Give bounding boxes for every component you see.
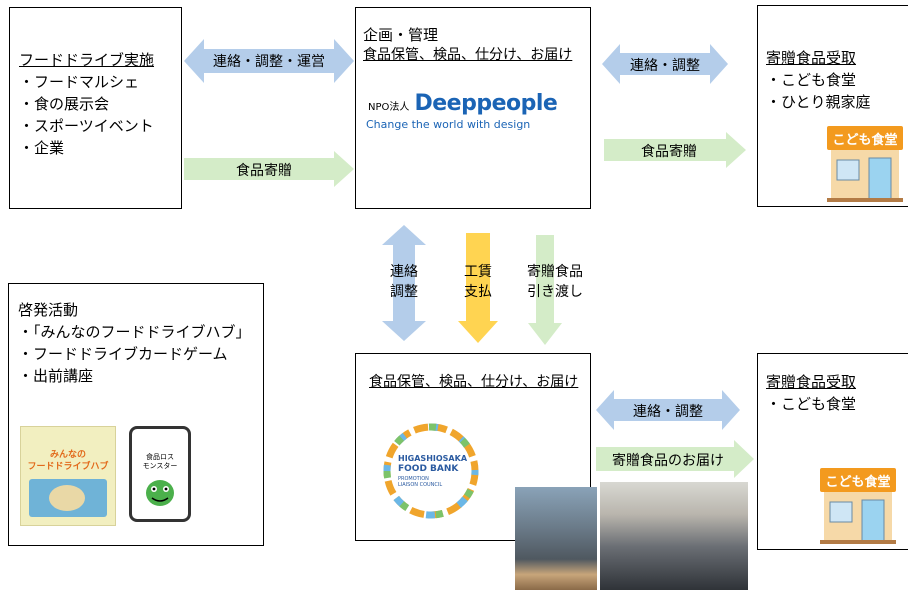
list-item: ・出前講座 [18, 367, 94, 385]
foodbank-hub-book-image: みんなの フードドライブハブ [20, 426, 116, 526]
box-title: 寄贈食品受取 [766, 373, 857, 391]
double-arrow-bottom-right [596, 390, 740, 430]
book-title-1: みんなの [49, 450, 86, 460]
arrow-right-bottom-right [596, 440, 754, 478]
box-food-drive: フードドライブ実施 ・フードマルシェ ・食の展示会 ・スポーツイベント ・企業 [9, 7, 182, 209]
box-line2: 食品保管、検品、仕分け、お届け [363, 47, 573, 63]
logo-line4: LIAISON COUNCIL [398, 482, 443, 488]
list-item: ・フードマルシェ [19, 73, 140, 91]
arrow-label: 寄贈食品のお届け [612, 453, 724, 469]
logo-prefix: NPO法人 [368, 102, 410, 113]
logo-tagline: Change the world with design [366, 118, 531, 131]
double-arrow-vertical [382, 225, 426, 341]
box-title: 寄贈食品受取 [766, 49, 857, 67]
list-item: ・企業 [19, 139, 65, 157]
arrow-label: 食品寄贈 [641, 144, 697, 160]
arrow-label: 連絡・調整・運営 [213, 54, 325, 70]
arrow-label: 寄贈食品 引き渡し [515, 262, 595, 302]
double-arrow-top-right [602, 44, 728, 84]
box-title: 食品保管、検品、仕分け、お届け [369, 374, 579, 390]
list-item: ・スポーツイベント [19, 117, 154, 135]
arrow-label-line: 工賃 支払 [464, 264, 492, 300]
logo-line1: HIGASHIOSAKA [398, 454, 468, 463]
monster-icon [146, 480, 174, 506]
logo-line2: FOOD BANK [398, 464, 459, 474]
box-awareness: 啓発活動 ・「みんなのフードドライブハブ」 ・フードドライブカードゲーム ・出前… [8, 283, 264, 546]
deeppeople-logo: NPO法人 Deeppeople [368, 91, 558, 116]
arrow-right-top-left [184, 151, 354, 187]
list-item: ・フードドライブカードゲーム [18, 345, 228, 363]
box-line1: 企画・管理 [363, 26, 439, 44]
arrow-label: 連絡・調整 [633, 404, 703, 420]
sign-text: こども食堂 [825, 474, 890, 490]
kodomo-shokudo-building-icon: こども食堂 [820, 468, 896, 544]
arrow-right-top-right [604, 132, 746, 168]
box-npo-deeppeople: 企画・管理 食品保管、検品、仕分け、お届け NPO法人 Deeppeople C… [355, 7, 591, 209]
arrow-label: 連絡・調整 [630, 58, 700, 74]
list-item: ・「みんなのフードドライブハブ」 [18, 323, 251, 341]
card-text: 食品ロス モンスター [142, 453, 178, 470]
list-item: ・食の展示会 [19, 95, 110, 113]
kodomo-shokudo-building-icon: こども食堂 [827, 126, 903, 202]
arrow-down-green [528, 235, 562, 345]
logo-name: Deeppeople [414, 91, 558, 116]
higashiosaka-foodbank-logo [383, 423, 479, 519]
arrow-label: 食品寄贈 [236, 163, 292, 179]
book-title-2: フードドライブハブ [27, 462, 109, 472]
arrow-label-line: 連絡 調整 [390, 264, 418, 300]
list-item: ・ひとり親家庭 [766, 93, 871, 111]
arrow-label: 工賃 支払 [448, 262, 508, 302]
arrow-label: 連絡 調整 [382, 262, 426, 302]
arrow-label-line: 寄贈食品 引き渡し [527, 264, 583, 300]
sign-text: こども食堂 [832, 132, 897, 148]
box-title: 啓発活動 [18, 301, 79, 319]
list-item: ・こども食堂 [766, 395, 857, 413]
double-arrow-top-left [184, 39, 354, 83]
box-title: フードドライブ実施 [19, 51, 155, 69]
arrow-down-yellow [458, 233, 498, 343]
monster-card-image: 食品ロス モンスター [129, 426, 191, 522]
list-item: ・こども食堂 [766, 71, 857, 89]
delivery-photo-2 [600, 482, 748, 590]
box-recipient-bottom: 寄贈食品受取 ・こども食堂 こども食堂 [757, 353, 908, 550]
box-recipient-top: 寄贈食品受取 ・こども食堂 ・ひとり親家庭 こども食堂 [757, 5, 908, 207]
delivery-photo-1 [515, 487, 597, 590]
logo-line3: PROMOTION [398, 476, 429, 482]
